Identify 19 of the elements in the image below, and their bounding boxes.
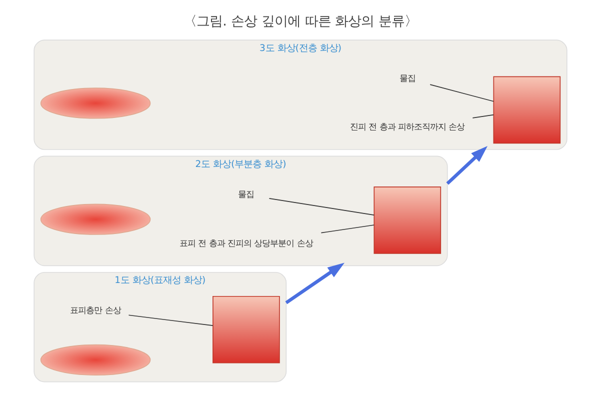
arrow (446, 146, 488, 185)
node-picture (40, 344, 150, 376)
connector (472, 114, 494, 118)
connector (128, 314, 213, 326)
arrow (284, 262, 344, 304)
connector (429, 84, 494, 102)
node-picture (40, 204, 150, 235)
diagram-title: 〈그림. 손상 깊이에 따른 화상의 분류〉 (183, 14, 417, 30)
connector (320, 224, 374, 234)
node-picture (212, 296, 280, 364)
connector (268, 198, 374, 216)
node-picture (492, 76, 560, 144)
node-text: 물집 (398, 72, 415, 83)
node-text: 표피 전 층과 진피의 상당부분이 손상 (179, 238, 312, 248)
node-picture (40, 88, 150, 119)
node-text: 표피층만 손상 (70, 305, 120, 316)
node-text: 물집 (238, 189, 254, 200)
node-text: 진피 전 층과 피하조직까지 손상 (350, 122, 464, 132)
node-picture (373, 186, 441, 254)
